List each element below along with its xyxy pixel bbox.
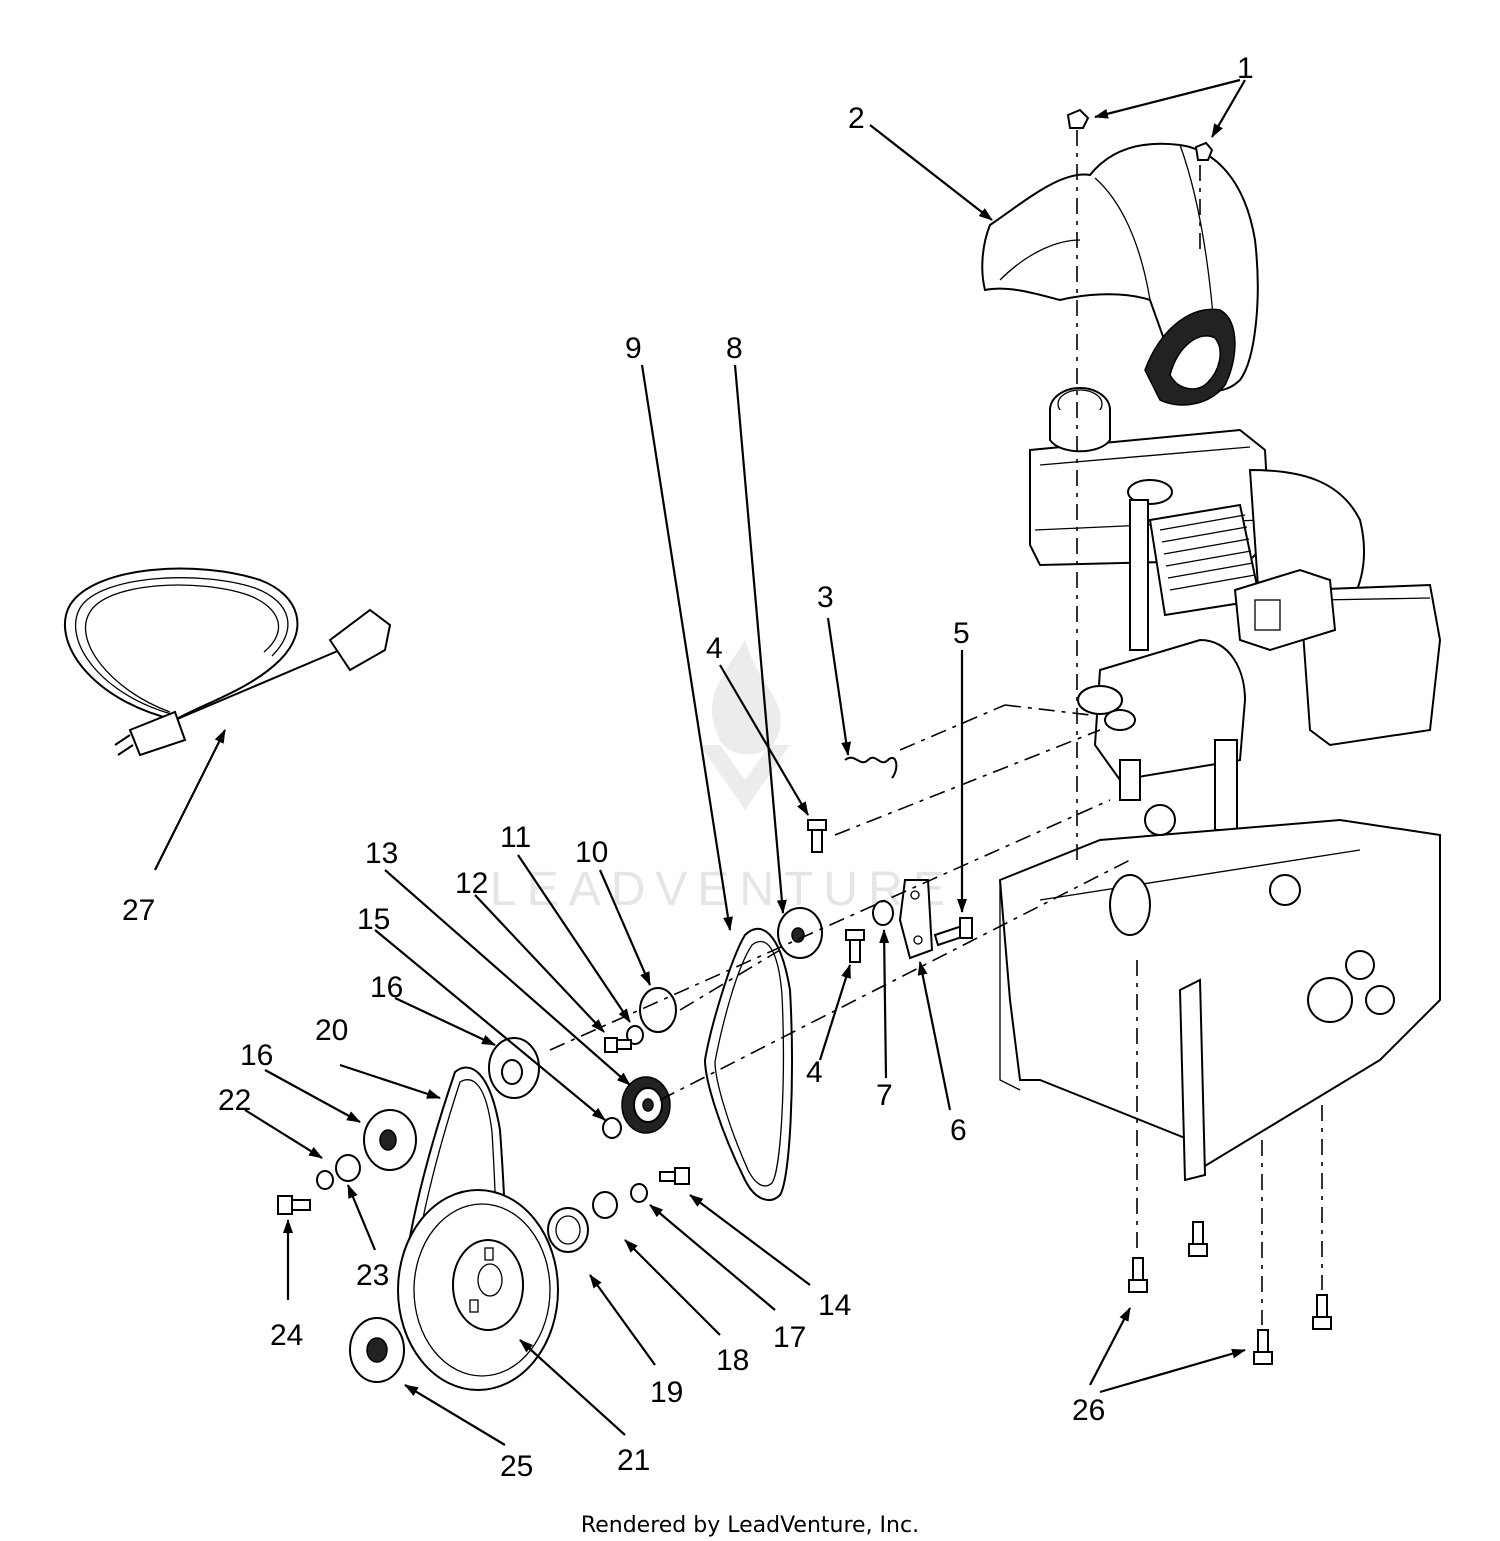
callout-8: 8 [726, 332, 743, 365]
callout-16-lower: 16 [240, 1039, 273, 1072]
callout-14: 14 [818, 1289, 851, 1322]
bolt-12 [604, 1037, 632, 1053]
callout-5: 5 [953, 617, 970, 650]
callout-4-lower: 4 [806, 1056, 823, 1089]
idler-bracket [898, 879, 934, 960]
callout-13: 13 [365, 837, 398, 870]
callout-22: 22 [218, 1084, 251, 1117]
auger-belt-9 [703, 927, 793, 1201]
callout-12: 12 [455, 867, 488, 900]
callout-9: 9 [625, 332, 642, 365]
pulley-13 [621, 1076, 671, 1134]
lock-washer-22 [316, 1170, 334, 1190]
engine-block [1029, 387, 1442, 747]
frame-plate [998, 804, 1441, 1182]
washer-16-upper [488, 1037, 540, 1099]
callout-2: 2 [848, 102, 865, 135]
nut-15 [602, 1117, 622, 1139]
callout-27: 27 [122, 894, 155, 927]
callout-6: 6 [950, 1114, 967, 1147]
callout-3: 3 [817, 581, 834, 614]
footer-credit: Rendered by LeadVenture, Inc. [581, 1513, 919, 1538]
hub-25 [349, 1317, 405, 1383]
watermark-logo [700, 640, 790, 810]
callout-1: 1 [1237, 52, 1254, 85]
extension-cord-27 [64, 567, 392, 757]
bolt-5 [933, 917, 973, 947]
leader-arrows [154, 78, 1246, 1446]
lock-washer-17 [630, 1183, 648, 1203]
screws-1 [1066, 108, 1214, 161]
callout-11: 11 [500, 821, 531, 854]
washer-18 [592, 1191, 618, 1219]
callout-19: 19 [650, 1376, 683, 1409]
ring-19 [547, 1207, 589, 1253]
washer-23 [335, 1154, 361, 1182]
washer-7 [872, 900, 894, 926]
bolt-4-lower [845, 929, 865, 963]
engine-pulley-21 [397, 1189, 559, 1391]
washer-16-lower [363, 1109, 417, 1171]
callout-24: 24 [270, 1319, 303, 1352]
bolt-24 [277, 1195, 311, 1215]
callout-23: 23 [356, 1259, 389, 1292]
spring [844, 756, 898, 779]
bolt-4-upper [807, 819, 827, 853]
callout-18: 18 [716, 1344, 749, 1377]
callout-21: 21 [617, 1444, 650, 1477]
bolts-26 [1128, 1221, 1332, 1365]
callout-4-upper: 4 [706, 632, 723, 665]
idler-pulley-8 [777, 907, 823, 959]
center-lines [549, 130, 1323, 1325]
callout-26: 26 [1072, 1394, 1105, 1427]
callout-15: 15 [357, 903, 390, 936]
callout-16-upper: 16 [370, 971, 403, 1004]
recoil-starter [1144, 308, 1236, 406]
callout-20: 20 [315, 1014, 348, 1047]
callout-labels: 1 2 3 4 4 5 6 7 8 9 10 11 12 13 14 15 16… [122, 52, 1254, 1483]
callout-25: 25 [500, 1450, 533, 1483]
bolt-14 [659, 1167, 690, 1185]
callout-7: 7 [876, 1079, 893, 1112]
callout-17: 17 [773, 1321, 806, 1354]
callout-10: 10 [575, 836, 608, 869]
washer-10 [639, 987, 677, 1033]
gear-housing [1077, 638, 1247, 831]
